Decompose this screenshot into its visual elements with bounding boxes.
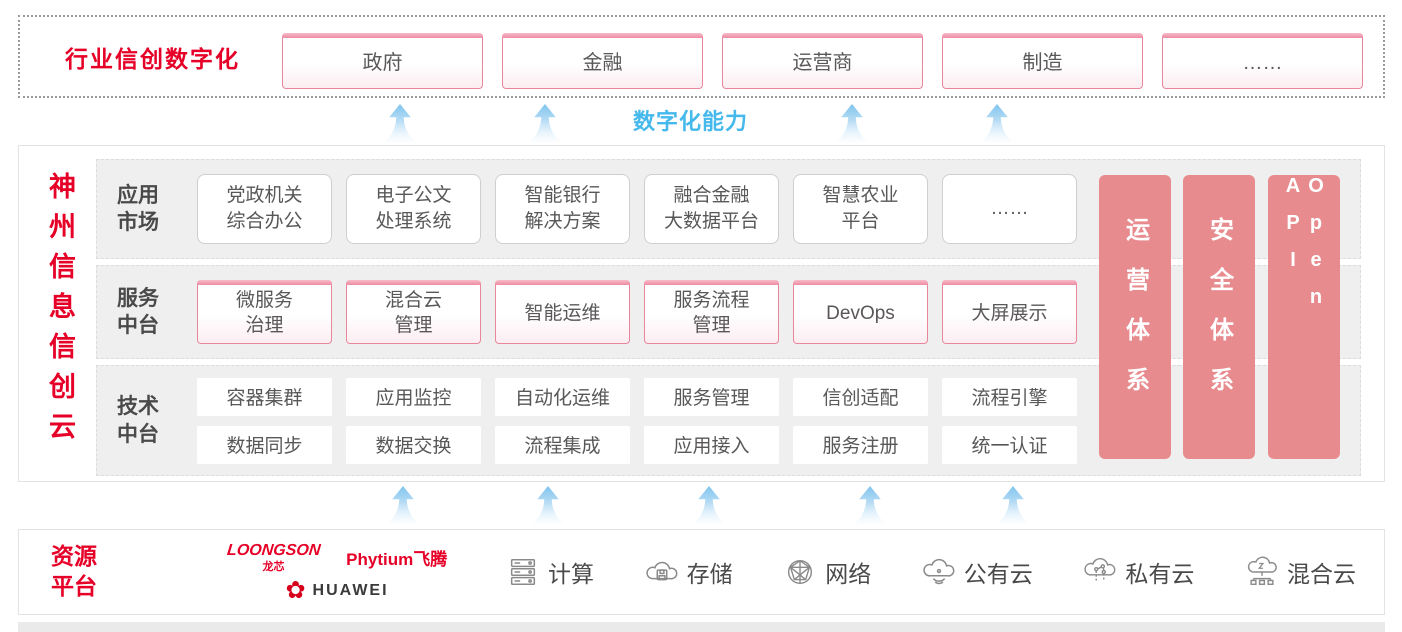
up-arrow-icon	[974, 104, 1020, 142]
hybrid-cloud-icon	[1247, 556, 1277, 585]
resource-platform-panel: 资源 平台 LOONGSON 龙芯 Phytium飞腾 ✿ HUAWEI 计算	[18, 529, 1385, 615]
private-cloud-icon	[1084, 558, 1116, 582]
service-box: DevOps	[793, 280, 928, 344]
service-box: 服务流程管理	[644, 280, 779, 344]
tech-box: 自动化运维	[495, 377, 630, 416]
network-globe-icon	[788, 559, 813, 585]
up-arrow-icon	[829, 104, 875, 142]
up-arrow-icon	[847, 486, 893, 524]
resource-storage: 存储	[645, 555, 733, 589]
industry-box-manufacturing: 制造	[942, 33, 1143, 89]
tech-box: 信创适配	[793, 377, 928, 416]
loongson-logo: LOONGSON 龙芯	[225, 541, 322, 573]
industry-box-label: ……	[1242, 52, 1283, 74]
side-bar-operations: 运营体系	[1099, 175, 1171, 459]
up-arrow-icon	[686, 486, 732, 524]
tech-box: 流程集成	[495, 425, 630, 464]
industry-box-label: 运营商	[792, 52, 853, 74]
service-box: 微服务治理	[197, 280, 332, 344]
technology-boxes: 容器集群 应用监控 自动化运维 服务管理 信创适配 流程引擎 数据同步 数据交换…	[197, 377, 1077, 464]
up-arrow-icon	[377, 104, 423, 142]
tech-box: 服务管理	[644, 377, 779, 416]
tech-box: 数据交换	[346, 425, 481, 464]
resource-public-cloud: 公有云	[922, 555, 1033, 589]
industry-box-more: ……	[1162, 33, 1363, 89]
industry-box-label: 制造	[1022, 52, 1063, 74]
app-box: 党政机关综合办公	[197, 174, 332, 244]
bottom-divider	[18, 622, 1385, 632]
digital-capability-label: 数字化能力	[633, 109, 749, 134]
industry-box-operator: 运营商	[722, 33, 923, 89]
vendor-logos: LOONGSON 龙芯 Phytium飞腾 ✿ HUAWEI	[202, 542, 472, 603]
application-boxes: 党政机关综合办公 电子公文处理系统 智能银行解决方案 融合金融大数据平台 智慧农…	[197, 174, 1077, 244]
cloud-storage-icon	[645, 561, 678, 581]
huawei-logo: ✿ HUAWEI	[285, 576, 389, 604]
tech-box: 统一认证	[942, 425, 1077, 464]
service-box: 大屏展示	[942, 280, 1077, 344]
phytium-logo: Phytium飞腾	[346, 549, 448, 569]
row-label-application-market: 应用 市场	[117, 183, 159, 234]
side-bar-open-api: Open API	[1268, 175, 1340, 459]
industry-box-finance: 金融	[502, 33, 703, 89]
up-arrow-icon	[525, 486, 571, 524]
service-platform-row: 服务 中台 微服务治理 混合云管理 智能运维 服务流程管理 DevOps 大屏展…	[96, 265, 1361, 359]
up-arrow-icon	[380, 486, 426, 524]
industry-box-label: 金融	[582, 52, 623, 74]
row-label-technology-platform: 技术 中台	[117, 395, 159, 446]
tech-box: 应用监控	[346, 377, 481, 416]
service-box: 混合云管理	[346, 280, 481, 344]
row-label-service-platform: 服务 中台	[117, 286, 159, 337]
cloud-platform-panel: 神州信息信创云 应用 市场 党政机关综合办公 电子公文处理系统 智能银行解决方案…	[18, 145, 1385, 482]
tech-box: 数据同步	[197, 425, 332, 464]
industry-digitalization-section: 行业信创数字化 政府 金融 运营商 制造 ……	[18, 15, 1385, 98]
up-arrow-icon	[990, 486, 1036, 524]
technology-platform-row: 技术 中台 容器集群 应用监控 自动化运维 服务管理 信创适配 流程引擎 数据同…	[96, 365, 1361, 476]
service-box: 智能运维	[495, 280, 630, 344]
platform-vertical-title: 神州信息信创云	[45, 172, 75, 452]
tech-box: 应用接入	[644, 425, 779, 464]
application-market-row: 应用 市场 党政机关综合办公 电子公文处理系统 智能银行解决方案 融合金融大数据…	[96, 159, 1361, 259]
side-bar-security: 安全体系	[1183, 175, 1255, 459]
up-arrow-icon	[522, 104, 568, 142]
industry-box-government: 政府	[282, 33, 483, 89]
tech-box: 容器集群	[197, 377, 332, 416]
resource-compute: 计算	[506, 555, 594, 589]
resource-private-cloud: 私有云	[1083, 555, 1194, 589]
resource-hybrid-cloud: 混合云	[1245, 555, 1356, 589]
industry-section-title: 行业信创数字化	[65, 45, 240, 72]
tech-box: 流程引擎	[942, 377, 1077, 416]
tech-box: 服务注册	[793, 425, 928, 464]
app-box: 智能银行解决方案	[495, 174, 630, 244]
resource-network: 网络	[783, 555, 871, 589]
industry-box-label: 政府	[362, 52, 403, 74]
app-box: 融合金融大数据平台	[644, 174, 779, 244]
server-icon	[510, 558, 536, 586]
resource-platform-title: 资源 平台	[51, 543, 97, 599]
app-box: 智慧农业平台	[793, 174, 928, 244]
huawei-flower-icon: ✿	[285, 576, 306, 604]
industry-box-row: 政府 金融 运营商 制造 ……	[282, 33, 1363, 89]
app-box: 电子公文处理系统	[346, 174, 481, 244]
service-boxes: 微服务治理 混合云管理 智能运维 服务流程管理 DevOps 大屏展示	[197, 280, 1077, 344]
public-cloud-icon	[923, 558, 955, 585]
resource-items: 计算 存储 网络 公有云	[506, 555, 1356, 589]
app-box-more: ……	[942, 174, 1077, 244]
